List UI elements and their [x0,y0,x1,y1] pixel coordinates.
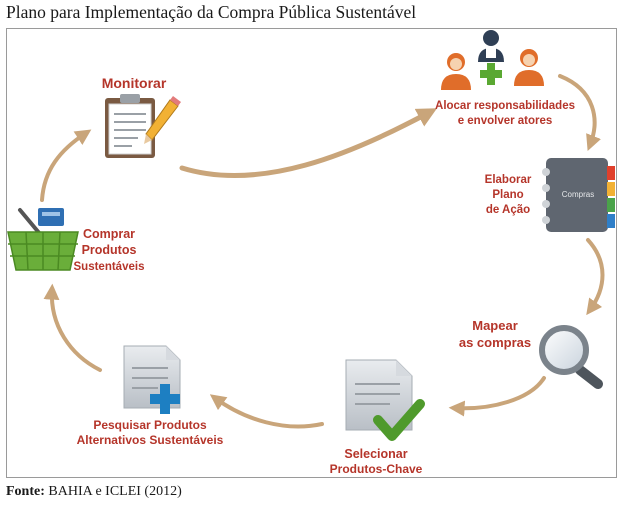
label-mapear-1: Mapear [472,318,518,333]
label-comprar-2: Produtos [82,243,137,257]
label-selecionar-2: Produtos-Chave [330,462,423,476]
arrow-comprar-to-monitorar [40,129,92,202]
source-text: BAHIA e ICLEI (2012) [48,484,182,499]
arrow-alocar-to-elaborar [558,74,601,151]
step-monitorar: Monitorar [102,75,167,91]
page-title: Plano para Implementação da Compra Públi… [6,2,417,22]
pencil-icon [144,96,181,144]
label-comprar-3: Sustentáveis [74,261,145,273]
arrow-mapear-to-selecionar [448,376,546,417]
plus-green-icon [480,63,502,85]
source-label: Fonte: [6,484,45,499]
arrow-monitorar-to-alocar [179,108,438,179]
document-plus-icon [123,345,181,414]
label-selecionar-1: Selecionar [344,447,407,461]
arrow-pesquisar-to-comprar [43,283,102,372]
label-monitorar: Monitorar [102,75,167,91]
label-pesquisar-1: Pesquisar Produtos [93,418,207,432]
document-check-icon [345,359,425,441]
binder-label: Compras [562,190,594,199]
arrow-elaborar-to-mapear [586,238,605,316]
shopping-basket-icon [7,208,79,271]
step-elaborar: Elaborar Plano de Ação [485,174,532,216]
step-selecionar: Selecionar Produtos-Chave [330,447,423,476]
source-caption: Fonte: BAHIA e ICLEI (2012) [6,484,182,500]
magnifier-icon [539,325,603,389]
label-elaborar-3: de Ação [486,204,530,216]
label-elaborar-1: Elaborar [485,174,532,186]
step-pesquisar: Pesquisar Produtos Alternativos Sustentá… [77,418,224,447]
label-alocar-1: Alocar responsabilidades [435,100,575,112]
label-elaborar-2: Plano [492,189,523,201]
label-comprar-1: Comprar [83,227,135,241]
people-icon [441,30,544,90]
step-mapear: Mapear as compras [459,318,531,350]
clipboard-icon [105,94,155,158]
step-alocar: Alocar responsabilidades e envolver ator… [435,100,575,127]
label-alocar-2: e envolver atores [458,115,553,127]
label-pesquisar-2: Alternativos Sustentáveis [77,433,224,447]
label-mapear-2: as compras [459,335,531,350]
binder-icon: Compras [542,158,615,232]
step-comprar: Comprar Produtos Sustentáveis [74,227,145,273]
flow-arrows [40,74,605,429]
arrow-selecionar-to-pesquisar [209,394,324,429]
